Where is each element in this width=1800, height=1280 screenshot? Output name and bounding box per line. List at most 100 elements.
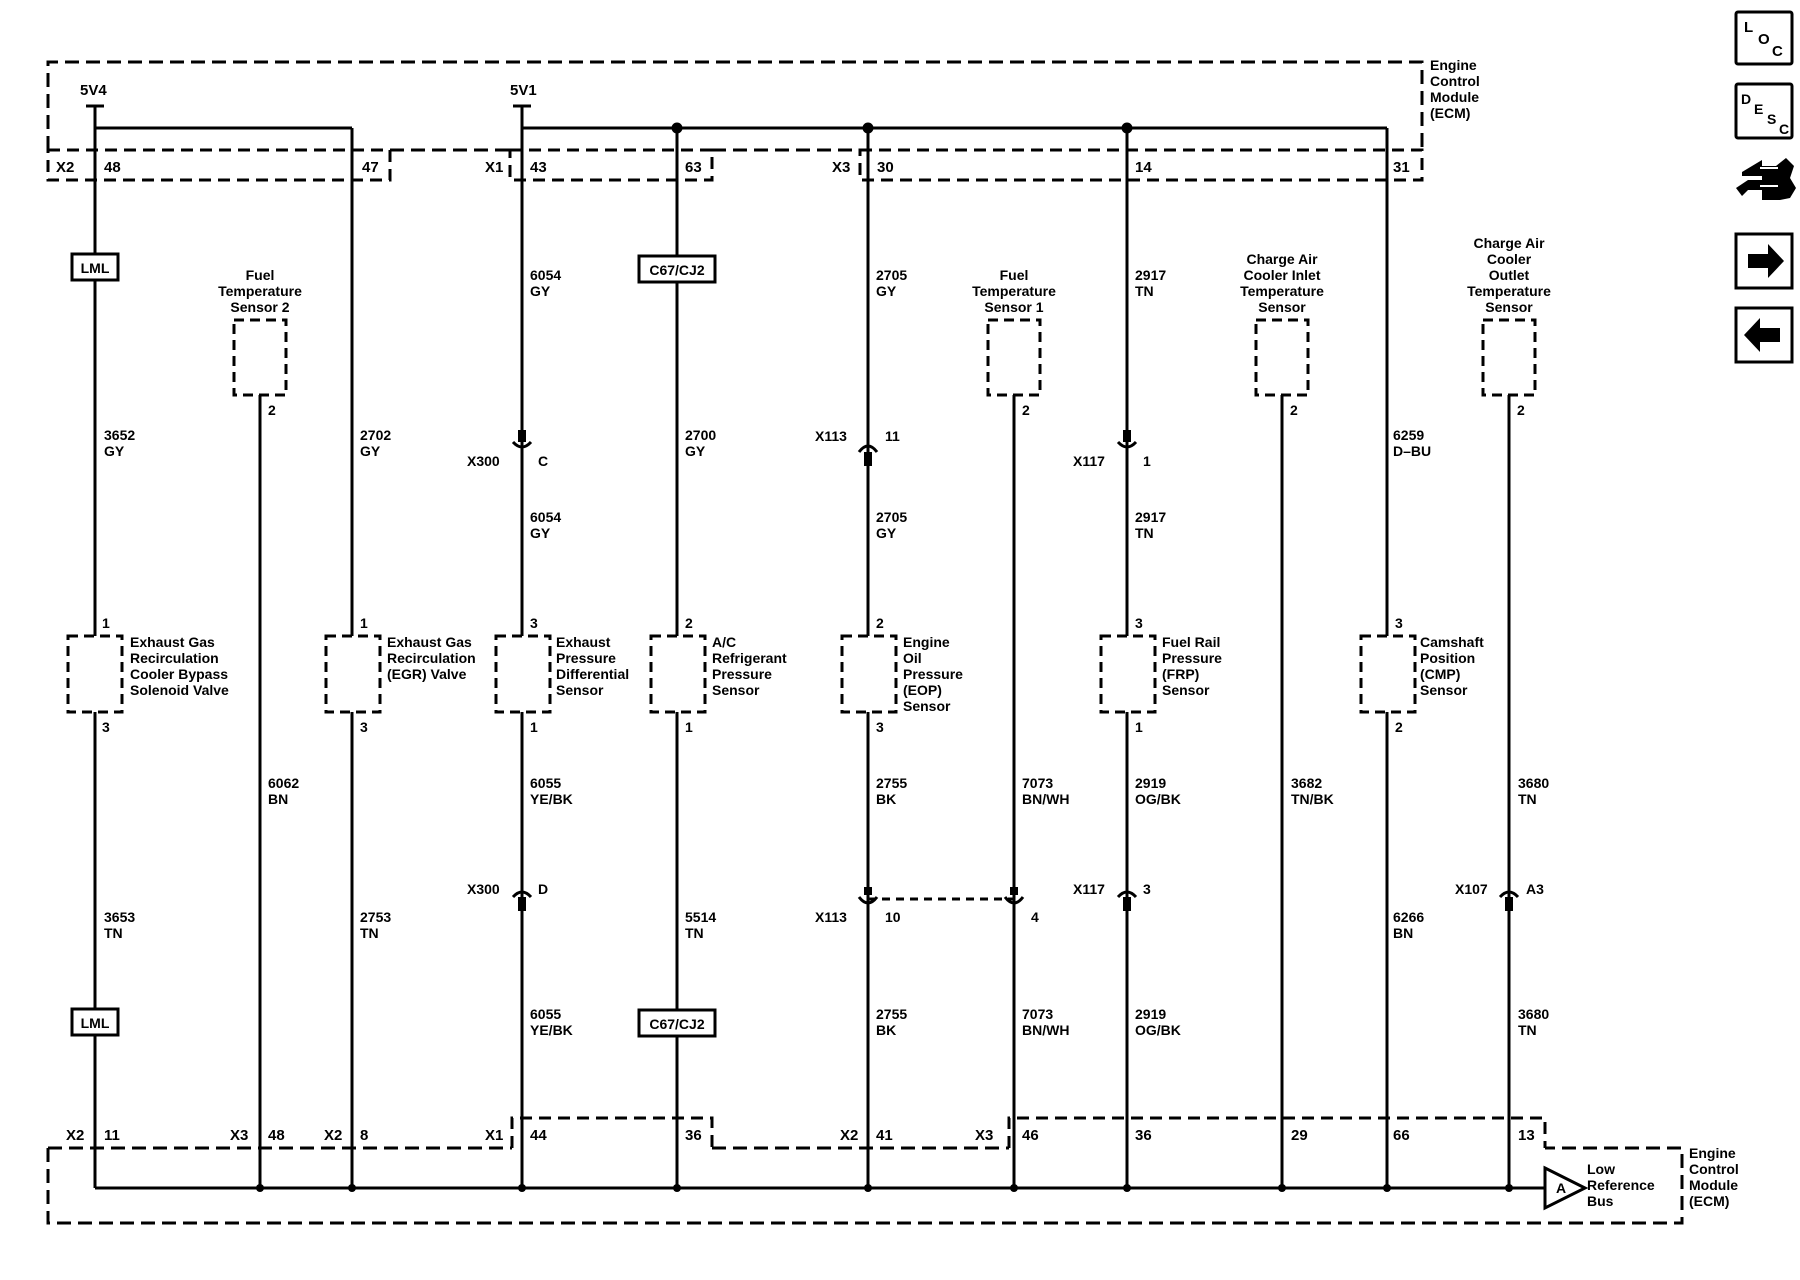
next-page-arrow-icon[interactable]: [1734, 232, 1794, 290]
svg-text:C: C: [1779, 121, 1789, 137]
svg-text:LML: LML: [81, 1015, 110, 1031]
svg-text:X2: X2: [66, 1127, 84, 1144]
svg-text:(FRP): (FRP): [1162, 666, 1199, 682]
low-reference-bus-label: Low Reference Bus: [1587, 1161, 1655, 1209]
svg-text:OG/BK: OG/BK: [1135, 791, 1181, 807]
svg-text:2705: 2705: [876, 267, 907, 283]
svg-text:Engine: Engine: [1689, 1145, 1736, 1161]
svg-text:Control: Control: [1689, 1161, 1739, 1177]
svg-text:GY: GY: [104, 443, 125, 459]
svg-text:Sensor: Sensor: [1258, 299, 1306, 315]
svg-text:TN: TN: [104, 925, 123, 941]
svg-text:4: 4: [1031, 909, 1039, 925]
svg-text:Temperature: Temperature: [1240, 283, 1324, 299]
svg-text:X113: X113: [815, 909, 847, 925]
svg-text:2: 2: [685, 615, 693, 631]
svg-text:A3: A3: [1526, 881, 1544, 897]
svg-text:X117: X117: [1073, 453, 1105, 469]
svg-text:2917: 2917: [1135, 267, 1166, 283]
description-button[interactable]: D E S C: [1734, 82, 1794, 140]
svg-text:BN: BN: [1393, 925, 1413, 941]
svg-text:7073: 7073: [1022, 775, 1053, 791]
svg-text:TN: TN: [1135, 283, 1154, 299]
svg-text:1: 1: [685, 719, 693, 735]
supply-5v4-label: 5V4: [80, 82, 107, 99]
svg-text:X1: X1: [485, 159, 503, 176]
component-label-eop-sensor: Engine Oil Pressure (EOP) Sensor 2 3: [876, 615, 963, 735]
svg-text:Charge Air: Charge Air: [1246, 251, 1318, 267]
svg-text:Engine: Engine: [903, 634, 950, 650]
svg-text:2919: 2919: [1135, 1006, 1166, 1022]
sensor-box-cac-inlet: [1254, 318, 1310, 397]
svg-text:TN/BK: TN/BK: [1291, 791, 1334, 807]
svg-text:2705: 2705: [876, 509, 907, 525]
component-label-fuel-temp-2: Fuel Temperature Sensor 2 2: [218, 267, 302, 418]
component-label-frp-sensor: Fuel Rail Pressure (FRP) Sensor 3 1: [1135, 615, 1222, 735]
previous-page-arrow-icon[interactable]: [1734, 306, 1794, 364]
svg-text:1: 1: [1135, 719, 1143, 735]
svg-text:3680: 3680: [1518, 1006, 1549, 1022]
svg-text:A: A: [1556, 1180, 1566, 1196]
connector-end-view-icon[interactable]: [1736, 158, 1796, 200]
svg-text:Engine: Engine: [1430, 57, 1477, 73]
svg-text:Pressure: Pressure: [712, 666, 772, 682]
svg-text:Charge Air: Charge Air: [1473, 235, 1545, 251]
svg-text:Sensor: Sensor: [903, 698, 951, 714]
svg-text:Sensor: Sensor: [1162, 682, 1210, 698]
svg-text:1: 1: [360, 615, 368, 631]
svg-text:GY: GY: [530, 283, 551, 299]
svg-text:3652: 3652: [104, 427, 135, 443]
svg-text:31: 31: [1393, 159, 1410, 176]
component-label-ac-refrigerant: A/C Refrigerant Pressure Sensor 2 1: [685, 615, 787, 735]
svg-text:6259: 6259: [1393, 427, 1424, 443]
sensor-box-fuel-temp-1: [986, 318, 1042, 397]
svg-text:14: 14: [1135, 159, 1152, 176]
svg-text:Temperature: Temperature: [218, 283, 302, 299]
svg-text:Exhaust: Exhaust: [556, 634, 611, 650]
svg-text:Reference: Reference: [1587, 1177, 1655, 1193]
svg-text:X2: X2: [840, 1127, 858, 1144]
svg-text:X300: X300: [467, 453, 500, 469]
svg-text:2702: 2702: [360, 427, 391, 443]
svg-text:C67/CJ2: C67/CJ2: [649, 262, 704, 278]
svg-text:Recirculation: Recirculation: [387, 650, 476, 666]
svg-text:2917: 2917: [1135, 509, 1166, 525]
svg-text:Sensor 2: Sensor 2: [230, 299, 289, 315]
svg-text:GY: GY: [360, 443, 381, 459]
inline-connectors: [511, 430, 1520, 911]
svg-text:6055: 6055: [530, 1006, 561, 1022]
svg-text:TN: TN: [1135, 525, 1154, 541]
svg-text:Sensor: Sensor: [1485, 299, 1533, 315]
svg-text:Fuel: Fuel: [246, 267, 275, 283]
svg-text:2700: 2700: [685, 427, 716, 443]
ecm-top-label: Engine Control Module (ECM): [1430, 57, 1480, 121]
bottom-connector-labels: X2 11 X3 48 X2 8 X1 44 36 X2 41 X3 46 36…: [66, 1127, 1535, 1144]
svg-text:Sensor: Sensor: [712, 682, 760, 698]
wire-labels: 3652 GY 3653 TN 6062 BN 2702 GY 2753 TN …: [104, 267, 1549, 1038]
svg-text:1: 1: [1143, 453, 1151, 469]
svg-text:X300: X300: [467, 881, 500, 897]
svg-text:36: 36: [1135, 1127, 1152, 1144]
svg-text:Cooler Bypass: Cooler Bypass: [130, 666, 228, 682]
svg-text:6062: 6062: [268, 775, 299, 791]
svg-text:(EOP): (EOP): [903, 682, 942, 698]
svg-text:3: 3: [1395, 615, 1403, 631]
svg-text:X2: X2: [56, 159, 74, 176]
svg-text:Recirculation: Recirculation: [130, 650, 219, 666]
svg-text:BK: BK: [876, 1022, 896, 1038]
svg-text:A/C: A/C: [712, 634, 736, 650]
svg-text:Bus: Bus: [1587, 1193, 1614, 1209]
svg-text:BN: BN: [268, 791, 288, 807]
svg-text:Refrigerant: Refrigerant: [712, 650, 787, 666]
svg-text:BN/WH: BN/WH: [1022, 791, 1069, 807]
component-label-egr-cooler-bypass: Exhaust Gas Recirculation Cooler Bypass …: [102, 615, 229, 735]
svg-text:Module: Module: [1689, 1177, 1738, 1193]
svg-text:2: 2: [876, 615, 884, 631]
location-button[interactable]: L O C: [1734, 10, 1794, 66]
svg-text:3: 3: [530, 615, 538, 631]
svg-text:L: L: [1744, 19, 1753, 36]
svg-text:7073: 7073: [1022, 1006, 1053, 1022]
inline-connector-labels: X300 C X300 D X113 11 X113 10 4 X117 1 X…: [467, 428, 1544, 925]
option-c67-bottom: C67/CJ2: [637, 1008, 717, 1038]
svg-text:3: 3: [876, 719, 884, 735]
